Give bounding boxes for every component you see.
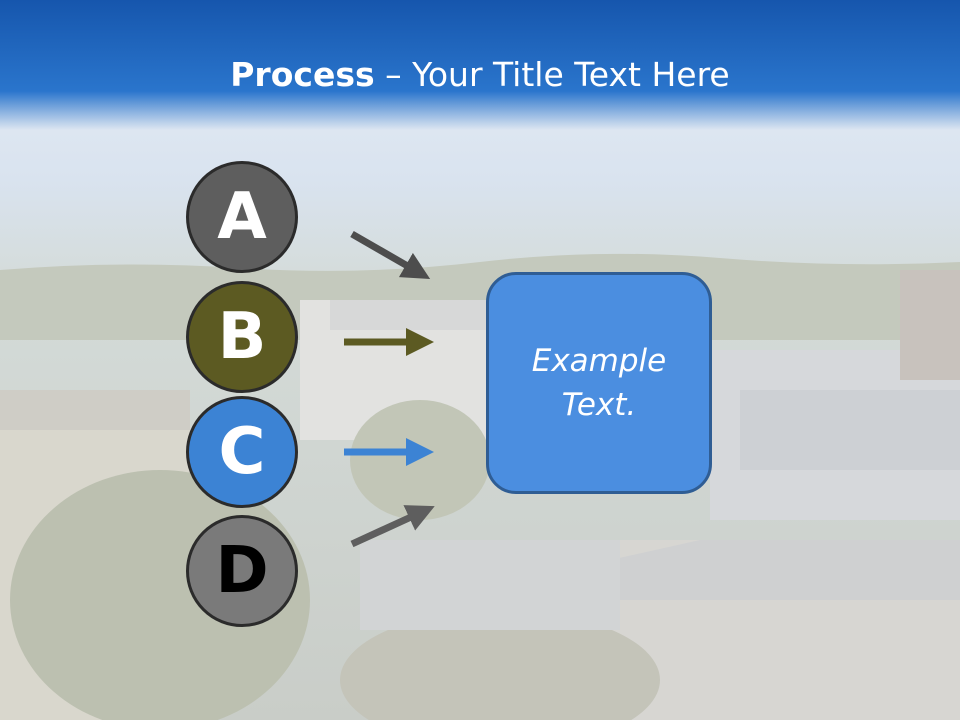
title-bold: Process xyxy=(230,55,375,94)
title-rest: – Your Title Text Here xyxy=(374,55,730,94)
example-text-box: Example Text. xyxy=(486,272,712,494)
header-bar xyxy=(0,0,960,130)
box-text: Example Text. xyxy=(531,343,667,423)
step-d-letter: D xyxy=(215,534,269,608)
step-a-circle: A xyxy=(186,161,298,273)
arrow-a xyxy=(350,230,431,279)
step-a-letter: A xyxy=(217,180,267,254)
step-b-circle: B xyxy=(186,281,298,393)
step-b-letter: B xyxy=(217,300,267,374)
arrow-d xyxy=(350,505,435,548)
step-c-circle: C xyxy=(186,396,298,508)
slide-title: Process – Your Title Text Here xyxy=(0,50,960,100)
step-c-letter: C xyxy=(218,415,266,489)
step-d-circle: D xyxy=(186,515,298,627)
